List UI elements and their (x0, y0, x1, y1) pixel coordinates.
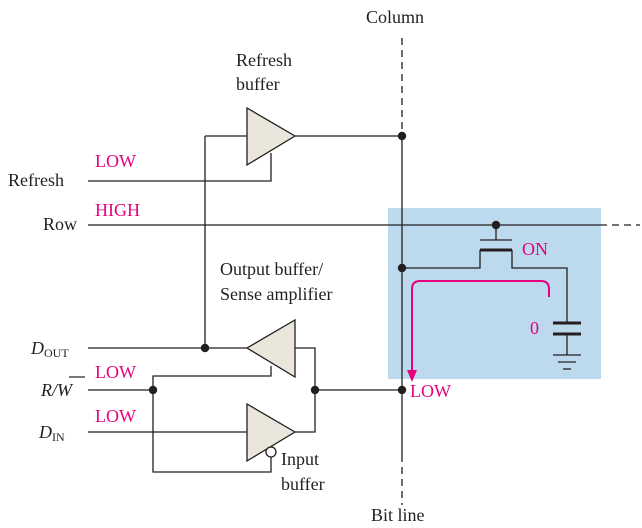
bit-line-state: LOW (410, 381, 451, 401)
bit-line-label: Bit line (371, 505, 425, 525)
refresh-buffer-label-2: buffer (236, 74, 280, 94)
din-label: DIN (38, 422, 65, 444)
refresh-label: Refresh (8, 170, 64, 190)
inverting-enable-bubble-icon (265, 446, 277, 458)
transistor-state: ON (522, 239, 548, 259)
junction-dot (397, 385, 407, 395)
rw-state: LOW (95, 362, 136, 382)
junction-dot (310, 385, 320, 395)
din-state: LOW (95, 406, 136, 426)
capacitor-icon (553, 321, 581, 355)
row-state: HIGH (95, 200, 140, 220)
junction-dot (397, 263, 407, 273)
capacitor-state: 0 (530, 318, 539, 338)
input-buffer-label-1: Input (281, 449, 319, 469)
dout-label: DOUT (30, 338, 69, 360)
refresh-control-wire (88, 153, 272, 182)
mosfet-icon (402, 225, 568, 323)
junction-dot (397, 131, 407, 141)
input-buffer-output-wire (295, 390, 316, 433)
refresh-buffer-label-1: Refresh (236, 50, 292, 70)
arrow-head-icon (407, 370, 417, 382)
memory-cell-highlight (388, 208, 601, 379)
row-label: Row (43, 214, 77, 234)
rw-to-sense-amp-wire (152, 366, 272, 390)
column-label: Column (366, 7, 424, 27)
input-buffer-label-2: buffer (281, 474, 325, 494)
discharge-current-arrow (411, 280, 550, 372)
output-buffer-label-2: Sense amplifier (220, 284, 332, 304)
ground-icon (553, 354, 581, 370)
output-buffer-label-1: Output buffer/ (220, 259, 323, 279)
refresh-state: LOW (95, 151, 136, 171)
rw-to-input-buffer-wire (152, 390, 272, 473)
junction-dot (200, 343, 210, 353)
junction-dot (491, 220, 501, 230)
sense-amp-input-wire (295, 347, 316, 390)
junction-dot (148, 385, 158, 395)
rw-label: R/W (40, 380, 74, 400)
